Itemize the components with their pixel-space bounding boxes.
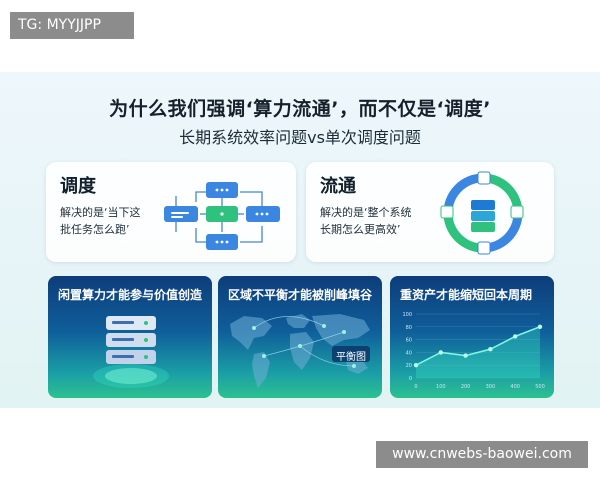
balance-map-label: 平衡图 — [336, 352, 366, 363]
poster-title: 为什么我们强调‘算力流通’，而不仅是‘调度’ — [109, 98, 491, 120]
y-tick-label: 60 — [406, 338, 412, 344]
y-tick-label: 0 — [409, 376, 412, 382]
x-tick-label: 300 — [486, 384, 496, 390]
chart-line — [415, 326, 541, 366]
regional-balance-card: 区域不平衡才能被削峰填谷 平衡图 — [218, 276, 382, 398]
idle-compute-card: 闲置算力才能参与价值创造 — [48, 276, 212, 398]
circulation-line-2: 长期怎么更高效’ — [320, 223, 401, 236]
chart-point — [413, 363, 419, 368]
regional-balance-heading: 区域不平衡才能被削峰填谷 — [228, 288, 373, 302]
chart-point — [463, 353, 468, 358]
x-tick-label: 100 — [436, 384, 446, 390]
chart-point — [488, 347, 493, 352]
y-tick-label: 100 — [402, 312, 412, 318]
circulation-line-1: 解决的是‘整个系统 — [320, 206, 412, 219]
world-map-icon — [230, 314, 370, 388]
y-tick-label: 20 — [406, 363, 412, 369]
idle-compute-heading: 闲置算力才能参与价值创造 — [58, 288, 203, 302]
y-tick-label: 40 — [406, 350, 412, 356]
scheduling-heading: 调度 — [60, 176, 96, 197]
circulation-heading: 流通 — [320, 176, 356, 197]
x-tick-label: 0 — [414, 384, 417, 390]
scheduling-card: 调度 解决的是‘当下这 批任务怎么跑’ — [46, 162, 296, 262]
x-tick-label: 500 — [535, 384, 545, 390]
scheduling-line-2: 批任务怎么跑’ — [60, 223, 130, 236]
scheduling-text: 解决的是‘当下这 批任务怎么跑’ — [60, 204, 141, 238]
server-icon — [93, 316, 169, 388]
payback-heading: 重资产才能缩短回本周期 — [400, 288, 533, 302]
poster-subtitle: 长期系统效率问题vs单次调度问题 — [179, 128, 421, 147]
x-tick-label: 200 — [461, 384, 471, 390]
y-tick-label: 80 — [406, 325, 412, 331]
infographic-poster: 为什么我们强调‘算力流通’，而不仅是‘调度’ 长期系统效率问题vs单次调度问题 … — [0, 72, 600, 408]
site-watermark: www.cnwebs-baowei.com — [376, 441, 588, 468]
chart-point — [513, 334, 518, 339]
channel-tag: TG: MYYJJPP — [10, 12, 134, 39]
flow-diagram-icon — [164, 182, 280, 250]
x-tick-label: 400 — [510, 384, 520, 390]
circulation-text: 解决的是‘整个系统 长期怎么更高效’ — [320, 204, 412, 238]
scheduling-line-1: 解决的是‘当下这 — [60, 206, 141, 219]
chart-area — [416, 326, 540, 378]
chart-point — [537, 324, 543, 329]
chart-point — [438, 350, 443, 355]
cycle-diagram-icon — [440, 171, 524, 255]
circulation-card: 流通 解决的是‘整个系统 长期怎么更高效’ — [306, 162, 554, 262]
